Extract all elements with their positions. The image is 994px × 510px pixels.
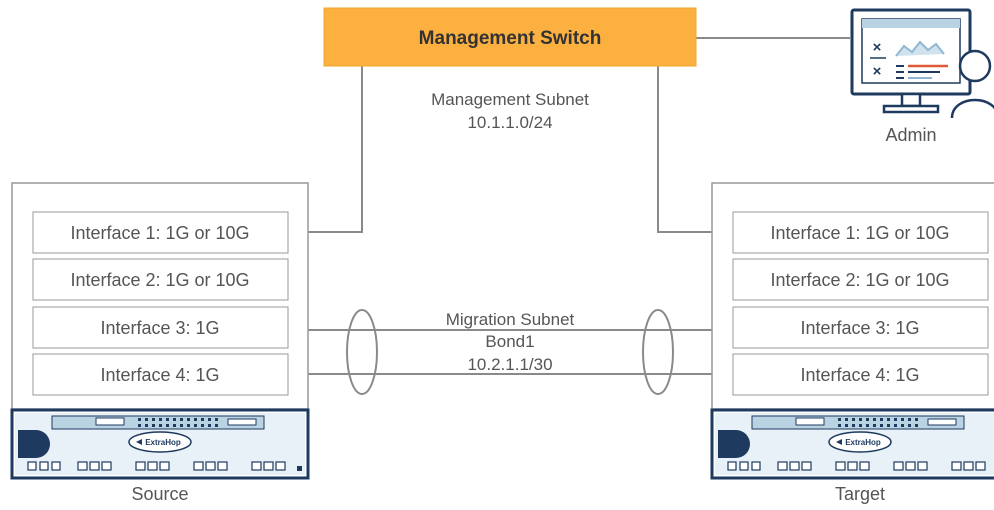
- migration-subnet-address: 10.2.1.1/30: [467, 355, 552, 374]
- source-server-chassis-icon: ExtraHop: [10, 408, 310, 480]
- source-appliance: Interface 1: 1G or 10G Interface 2: 1G o…: [10, 182, 310, 480]
- target-interface-4: Interface 4: 1G: [732, 353, 989, 396]
- bond-ellipse-right: [642, 309, 674, 395]
- target-label: Target: [835, 484, 885, 504]
- source-label: Source: [131, 484, 188, 504]
- target-interface-4-label: Interface 4: 1G: [800, 365, 919, 385]
- switch-to-target-line: [657, 66, 712, 233]
- source-interface-4: Interface 4: 1G: [32, 353, 289, 396]
- source-interface-3: Interface 3: 1G: [32, 306, 289, 349]
- target-interface-3: Interface 3: 1G: [732, 306, 989, 349]
- svg-text:×: ×: [873, 63, 882, 80]
- management-switch: Management Switch: [323, 7, 697, 67]
- admin-workstation-icon: × ×: [850, 8, 994, 119]
- target-interface-3-label: Interface 3: 1G: [800, 318, 919, 338]
- switch-to-source-line: [308, 66, 363, 233]
- target-logo-text: ExtraHop: [845, 438, 881, 447]
- target-server-chassis-icon: ExtraHop: [710, 408, 994, 480]
- source-interface-2: Interface 2: 1G or 10G: [32, 258, 289, 301]
- management-subnet-label: Management Subnet: [431, 90, 589, 109]
- target-interface-2: Interface 2: 1G or 10G: [732, 258, 989, 301]
- admin-label: Admin: [885, 125, 936, 145]
- svg-text:×: ×: [873, 39, 882, 56]
- source-logo-text: ExtraHop: [145, 438, 181, 447]
- connection-lines: [308, 37, 850, 395]
- source-interface-4-label: Interface 4: 1G: [100, 365, 219, 385]
- target-interface-1: Interface 1: 1G or 10G: [732, 211, 989, 254]
- management-switch-label: Management Switch: [419, 28, 602, 49]
- migration-subnet-label: Migration Subnet: [446, 310, 575, 329]
- source-interface-1: Interface 1: 1G or 10G: [32, 211, 289, 254]
- management-subnet-address: 10.1.1.0/24: [467, 113, 552, 132]
- source-interface-3-label: Interface 3: 1G: [100, 318, 219, 338]
- target-interface-1-label: Interface 1: 1G or 10G: [770, 223, 949, 243]
- source-interface-2-label: Interface 2: 1G or 10G: [70, 270, 249, 290]
- management-switch-box: [323, 7, 697, 67]
- source-interface-1-label: Interface 1: 1G or 10G: [70, 223, 249, 243]
- bond-ellipse-left: [346, 309, 378, 395]
- target-appliance: Interface 1: 1G or 10G Interface 2: 1G o…: [710, 182, 994, 480]
- target-interface-2-label: Interface 2: 1G or 10G: [770, 270, 949, 290]
- migration-subnet-bond: Bond1: [485, 332, 534, 351]
